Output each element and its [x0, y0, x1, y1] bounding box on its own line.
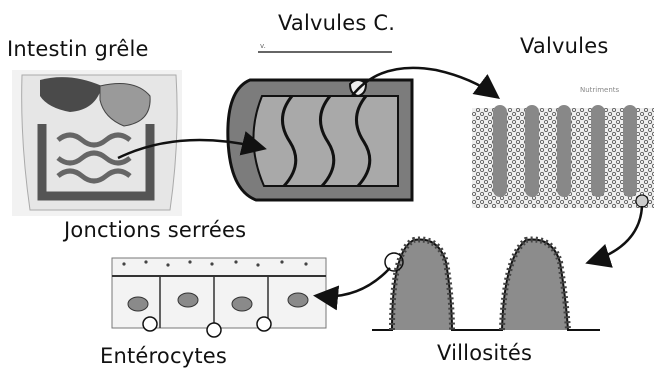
nutriments-stamp: Nutriments [580, 86, 620, 94]
valvules-c-illustration: v. [228, 42, 412, 200]
torso-illustration [12, 70, 182, 216]
label-villosites: Villosités [437, 341, 532, 365]
arrow-villosites-to-enterocytes [318, 268, 390, 296]
label-jonctions-serrees: Jonctions serrées [64, 218, 246, 242]
arrow-valvules-to-villosites [590, 206, 642, 262]
valvules-illustration: Nutriments [472, 86, 654, 208]
label-intestin-grele: Intestin grêle [7, 37, 149, 61]
villosites-illustration [372, 195, 648, 330]
svg-text:v.: v. [260, 42, 266, 50]
label-enterocytes: Entérocytes [100, 344, 227, 368]
enterocytes-illustration [112, 258, 326, 337]
label-valvules-c: Valvules C. [278, 11, 395, 35]
label-valvules: Valvules [520, 34, 608, 58]
